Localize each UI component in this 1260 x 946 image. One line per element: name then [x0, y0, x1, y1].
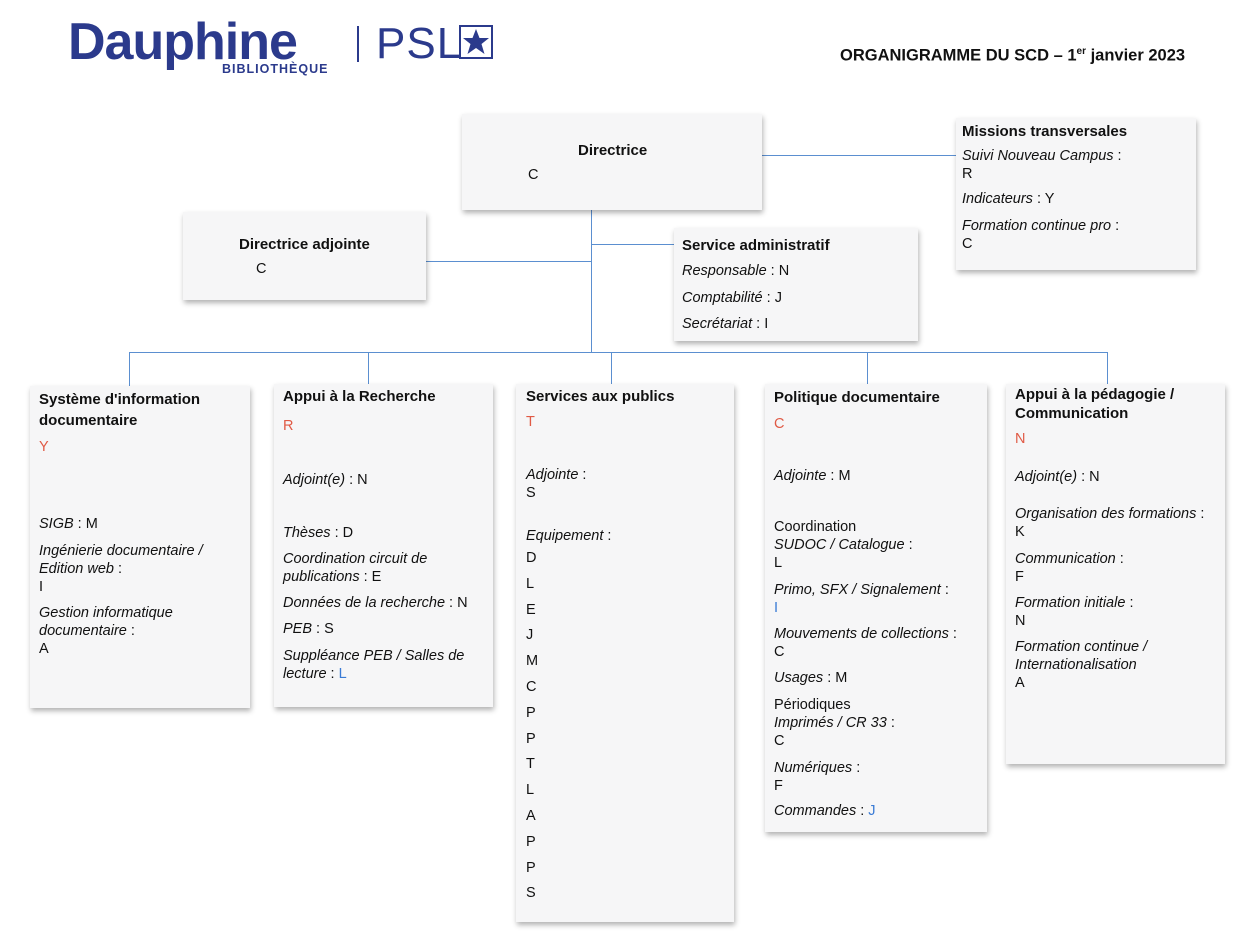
service-admin-title: Service administratif [682, 237, 830, 254]
directrice-name: C [528, 167, 539, 183]
list-item: L [526, 575, 535, 592]
recherche-head: R [283, 418, 294, 434]
publics-equipement-list: D L E J M C P P T L A P P S [526, 546, 538, 907]
box-services-publics: Services aux publics T Adjointe : S Equi… [516, 384, 734, 922]
politique-commandes: Commandes : J [774, 803, 876, 819]
dauphine-logo: Dauphine [68, 13, 298, 71]
sid-ingenierie: Ingénierie documentaire / Edition web : … [39, 543, 203, 595]
politique-head: C [774, 416, 785, 432]
connector-horizontal [129, 352, 1108, 353]
logo-subtitle: BIBLIOTHÈQUE [222, 62, 329, 76]
connector-drop-publics [611, 352, 612, 384]
publics-head: T [526, 414, 535, 430]
pedagogie-formation-continue: Formation continue / Internationalisatio… [1015, 639, 1148, 691]
recherche-suppleance: Suppléance PEB / Salles de lecture : L [283, 648, 465, 682]
psl-star-icon [459, 25, 493, 59]
service-admin-item: Responsable : N [682, 263, 790, 279]
directrice-adjointe-title: Directrice adjointe [239, 236, 370, 253]
box-directrice: Directrice C [462, 114, 762, 210]
missions-item: Indicateurs : Y [962, 191, 1055, 207]
box-directrice-adjointe: Directrice adjointe C [183, 212, 426, 300]
politique-mouvements: Mouvements de collections : C [774, 626, 957, 660]
connector-drop-pedagogie [1107, 352, 1108, 384]
page-title: ORGANIGRAMME DU SCD – 1er janvier 2023 [840, 46, 1186, 65]
recherche-theses: Thèses : D [283, 525, 354, 541]
psl-logo: PSL [376, 19, 463, 68]
list-item: P [526, 833, 536, 850]
directrice-title: Directrice [578, 142, 648, 159]
recherche-coordination: Coordination circuit de publications : E [283, 551, 428, 585]
pedagogie-adjoint: Adjoint(e) : N [1015, 469, 1100, 485]
politique-sudoc: Coordination SUDOC / Catalogue : L [774, 519, 913, 571]
recherche-peb: PEB : S [283, 621, 334, 637]
list-item: J [526, 627, 534, 644]
politique-primo: Primo, SFX / Signalement : I [774, 582, 949, 616]
politique-title: Politique documentaire [774, 389, 940, 406]
logo-divider [357, 26, 359, 62]
list-item: M [526, 653, 539, 670]
publics-equipement-label: Equipement : [526, 528, 612, 544]
pedagogie-formation-initiale: Formation initiale : N [1015, 595, 1134, 629]
list-item: D [526, 550, 537, 566]
directrice-adjointe-name: C [256, 261, 267, 277]
sid-head: Y [39, 439, 49, 455]
list-item: A [526, 807, 536, 824]
box-appui-recherche: Appui à la Recherche R Adjoint(e) : N Th… [274, 384, 493, 707]
sid-gestion: Gestion informatique documentaire : A [39, 605, 173, 657]
list-item: C [526, 678, 537, 695]
publics-adjointe: Adjointe : S [526, 467, 587, 501]
box-service-administratif: Service administratif Responsable : N Co… [674, 228, 918, 341]
politique-periodiques: Périodiques Imprimés / CR 33 : C [774, 697, 895, 749]
missions-item: Formation continue pro : C [962, 218, 1120, 252]
missions-item: Suivi Nouveau Campus : R [962, 148, 1122, 182]
box-missions-transversales: Missions transversales Suivi Nouveau Cam… [956, 118, 1196, 270]
publics-title: Services aux publics [526, 388, 675, 405]
politique-usages: Usages : M [774, 670, 848, 686]
pedagogie-organisation: Organisation des formations : K [1015, 506, 1205, 540]
box-appui-pedagogie: Appui à la pédagogie /Communication N Ad… [1006, 384, 1225, 764]
service-admin-item: Comptabilité : J [682, 290, 782, 306]
connector-adjointe [426, 261, 591, 262]
pedagogie-title: Appui à la pédagogie /Communication [1015, 386, 1175, 422]
list-item: P [526, 704, 536, 721]
politique-numeriques: Numériques : F [774, 760, 861, 794]
connector-drop-recherche [368, 352, 369, 384]
service-admin-item: Secrétariat : I [682, 316, 769, 332]
connector-admin [591, 244, 674, 245]
recherche-donnees: Données de la recherche : N [283, 595, 468, 611]
list-item: T [526, 756, 535, 773]
connector-drop-sid [129, 352, 130, 386]
connector-directrice-missions [762, 155, 958, 156]
connector-drop-politique [867, 352, 868, 384]
list-item: E [526, 601, 536, 618]
recherche-adjoint: Adjoint(e) : N [283, 472, 368, 488]
box-politique-documentaire: Politique documentaire C Adjointe : M Co… [765, 384, 987, 832]
recherche-title: Appui à la Recherche [283, 388, 436, 405]
missions-title: Missions transversales [962, 123, 1128, 140]
list-item: S [526, 885, 536, 902]
politique-adjointe: Adjointe : M [774, 468, 851, 484]
connector-trunk [591, 210, 592, 352]
list-item: P [526, 859, 536, 876]
list-item: L [526, 782, 535, 799]
list-item: P [526, 730, 536, 747]
sid-sigb: SIGB : M [39, 516, 98, 532]
pedagogie-communication: Communication : F [1015, 551, 1124, 585]
pedagogie-head: N [1015, 431, 1026, 447]
